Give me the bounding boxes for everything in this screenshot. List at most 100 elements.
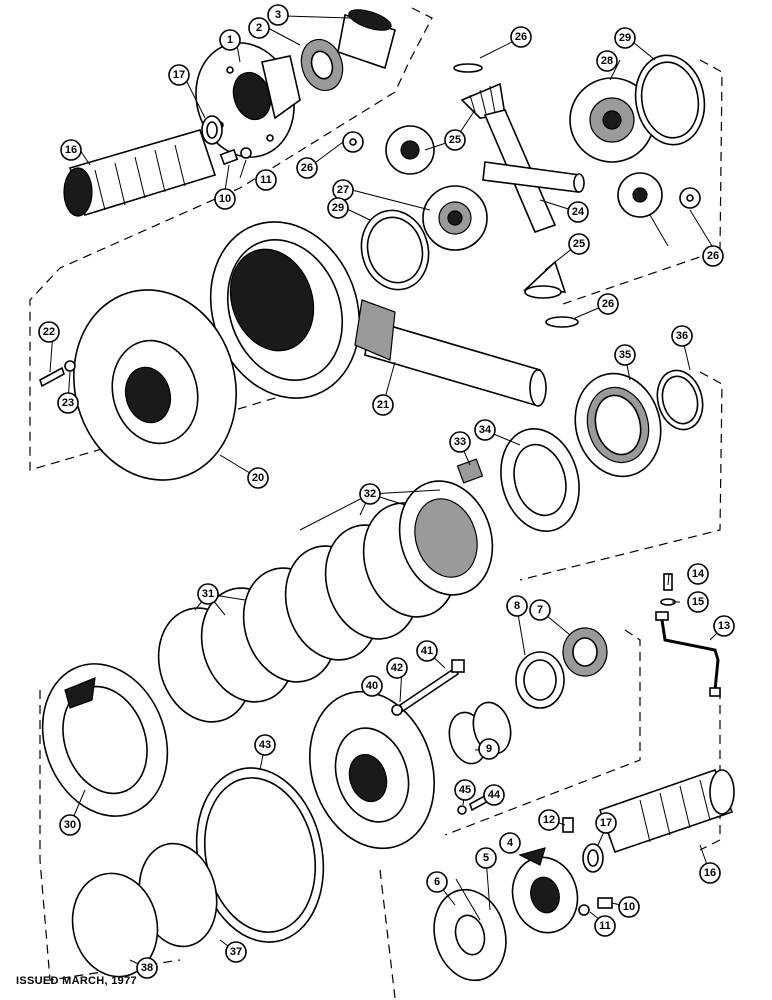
svg-text:26: 26 <box>602 298 614 310</box>
callout-11-bottom: 11 <box>594 915 616 937</box>
bearing-7 <box>562 627 608 677</box>
callout-29-right: 29 <box>614 27 636 49</box>
svg-text:41: 41 <box>421 645 433 657</box>
bolt-22-nut-23 <box>39 360 76 388</box>
svg-text:16: 16 <box>65 144 77 156</box>
callout-29-left: 29 <box>327 197 349 219</box>
pinion-gear-25-lower <box>523 260 567 299</box>
callout-20: 20 <box>247 467 269 489</box>
callout-1: 1 <box>219 29 241 51</box>
callout-3: 3 <box>267 4 289 26</box>
thrust-ring-29-left <box>360 209 430 291</box>
thrust-ring-29-right <box>634 54 706 146</box>
callout-4: 4 <box>499 832 521 854</box>
svg-text:28: 28 <box>601 55 613 67</box>
svg-text:29: 29 <box>619 32 631 44</box>
callout-35: 35 <box>614 344 636 366</box>
svg-text:12: 12 <box>543 814 555 826</box>
callout-33: 33 <box>449 431 471 453</box>
bearing-cup-3 <box>337 9 396 70</box>
bearing-2 <box>300 38 344 92</box>
callout-38: 38 <box>136 957 158 979</box>
issued-date-footer: ISSUED MARCH, 1977 <box>16 975 137 987</box>
callout-41: 41 <box>416 640 438 662</box>
callout-26-right: 26 <box>702 245 724 267</box>
svg-text:26: 26 <box>301 162 313 174</box>
svg-text:9: 9 <box>486 743 492 755</box>
callout-21: 21 <box>372 394 394 416</box>
seal-17-bottom <box>582 843 604 873</box>
svg-text:29: 29 <box>332 202 344 214</box>
differential-case-20 <box>73 289 237 481</box>
group-boundaries <box>29 7 723 999</box>
callout-27: 27 <box>332 179 354 201</box>
spring-33 <box>456 458 484 484</box>
callout-22: 22 <box>38 321 60 343</box>
callout-16-bottom: 16 <box>699 862 721 884</box>
callout-26-lower: 26 <box>597 293 619 315</box>
callout-23: 23 <box>57 392 79 414</box>
svg-text:45: 45 <box>459 784 471 796</box>
oil-tube-13 <box>655 611 721 697</box>
bearing-cup-8 <box>515 651 565 709</box>
seal-rings-9 <box>448 701 512 765</box>
ring-gear-21 <box>209 221 361 399</box>
callout-31: 31 <box>197 583 219 605</box>
callout-37: 37 <box>225 941 247 963</box>
svg-text:33: 33 <box>454 436 466 448</box>
splined-shaft-16-top <box>63 129 217 217</box>
bolt-10-washer-11-top <box>219 147 252 166</box>
callout-25-upper: 25 <box>444 129 466 151</box>
svg-text:24: 24 <box>572 206 585 218</box>
svg-text:10: 10 <box>623 901 635 913</box>
side-gear-28 <box>569 77 655 163</box>
svg-text:31: 31 <box>202 588 214 600</box>
svg-text:37: 37 <box>230 946 242 958</box>
svg-text:21: 21 <box>377 399 389 411</box>
callout-11-top: 11 <box>255 169 277 191</box>
callout-28: 28 <box>596 50 618 72</box>
svg-text:4: 4 <box>507 837 514 849</box>
callout-30: 30 <box>59 814 81 836</box>
carrier-4 <box>511 847 579 934</box>
svg-text:7: 7 <box>537 604 543 616</box>
callout-14: 14 <box>687 563 709 585</box>
svg-text:1: 1 <box>227 34 233 46</box>
svg-text:26: 26 <box>707 250 719 262</box>
thrust-washer-26-top <box>453 63 483 73</box>
callout-34: 34 <box>474 419 496 441</box>
svg-text:22: 22 <box>43 326 55 338</box>
fitting-12 <box>562 817 574 833</box>
clutch-disc-pack <box>157 480 494 723</box>
svg-text:11: 11 <box>260 174 272 186</box>
callout-15: 15 <box>687 591 709 613</box>
callout-36: 36 <box>671 325 693 347</box>
svg-text:10: 10 <box>219 193 231 205</box>
side-gear-25-left <box>385 125 435 175</box>
piston-housing-40 <box>309 690 435 850</box>
svg-text:5: 5 <box>483 852 489 864</box>
svg-text:43: 43 <box>259 739 271 751</box>
svg-text:3: 3 <box>275 9 281 21</box>
svg-text:25: 25 <box>573 238 585 250</box>
callout-26-top: 26 <box>510 26 532 48</box>
callout-9: 9 <box>478 738 500 760</box>
fitting-14-15 <box>660 573 676 606</box>
callout-43: 43 <box>254 734 276 756</box>
svg-text:32: 32 <box>364 488 376 500</box>
svg-text:38: 38 <box>141 962 153 974</box>
svg-text:36: 36 <box>676 330 688 342</box>
side-gear-27 <box>422 185 488 251</box>
callout-44: 44 <box>483 784 505 806</box>
retainer-35 <box>574 372 662 478</box>
svg-text:30: 30 <box>64 819 76 831</box>
svg-text:15: 15 <box>692 596 704 608</box>
svg-text:17: 17 <box>600 817 612 829</box>
callout-16-top: 16 <box>60 139 82 161</box>
seal-17-top <box>201 115 223 145</box>
pressure-plate-34 <box>500 428 580 532</box>
bolt-41-washer-42 <box>391 659 465 716</box>
washer-26-right <box>679 187 701 209</box>
svg-text:42: 42 <box>391 662 403 674</box>
